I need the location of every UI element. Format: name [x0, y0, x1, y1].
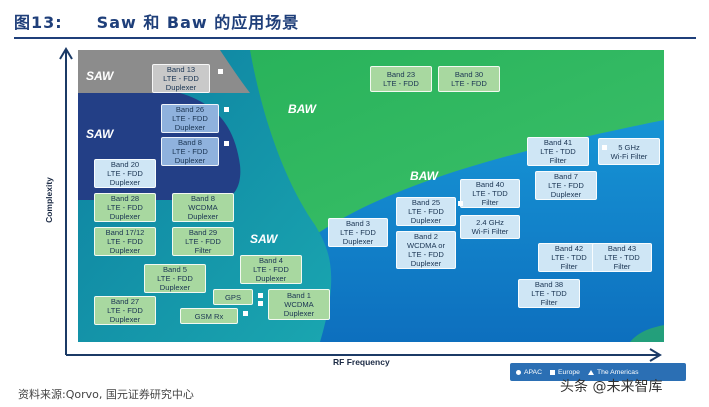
box-band23: Band 23 LTE - FDD	[370, 66, 432, 92]
region-marker	[258, 301, 263, 306]
box-gsm-rx: GSM Rx	[180, 308, 238, 324]
legend-americas-label: The Americas	[596, 368, 639, 376]
box-wifi-24: 2.4 GHz Wi-Fi Filter	[460, 215, 520, 239]
region-marker	[258, 293, 263, 298]
region-marker	[224, 141, 229, 146]
box-band5: Band 5 LTE - FDD Duplexer	[144, 264, 206, 293]
x-axis-label: RF Frequency	[333, 357, 390, 367]
legend-apac-label: APAC	[524, 368, 543, 376]
box-band2: Band 2 WCDMA or LTE - FDD Duplexer	[396, 231, 456, 269]
box-band17-12: Band 17/12 LTE - FDD Duplexer	[94, 227, 156, 256]
box-band26: Band 26 LTE - FDD Duplexer	[161, 104, 219, 133]
box-band43: Band 43 LTE - TDD Filter	[592, 243, 652, 272]
header-rule	[14, 37, 696, 39]
box-band20: Band 20 LTE - FDD Duplexer	[94, 159, 156, 188]
baw-green-region	[210, 50, 664, 245]
figure-title: 图13: Saw 和 Baw 的应用场景	[14, 9, 299, 33]
box-band8-lte: Band 8 LTE - FDD Duplexer	[161, 137, 219, 166]
box-band13: Band 13 LTE - FDD Duplexer	[152, 64, 210, 93]
apac-dot-icon	[516, 369, 521, 375]
box-band27: Band 27 LTE - FDD Duplexer	[94, 296, 156, 325]
watermark: 头条 @未来智库	[560, 379, 663, 395]
source-footnote: 资料来源:Qorvo, 国元证券研究中心	[18, 388, 194, 401]
box-band28: Band 28 LTE - FDD Duplexer	[94, 193, 156, 222]
box-band30: Band 30 LTE - FDD	[438, 66, 500, 92]
zone-label-saw-gray: SAW	[86, 69, 114, 83]
region-marker	[218, 69, 223, 74]
baw-green-corner	[630, 325, 664, 342]
box-band38: Band 38 LTE - TDD Filter	[518, 279, 580, 308]
y-axis-arrow	[59, 47, 73, 60]
europe-square-icon	[550, 369, 556, 375]
box-band42: Band 42 LTE - TDD Filter	[538, 243, 600, 272]
region-marker	[224, 107, 229, 112]
legend-europe: Europe	[550, 369, 580, 376]
box-band29: Band 29 LTE - FDD Filter	[172, 227, 234, 256]
box-band40: Band 40 LTE - TDD Filter	[460, 179, 520, 208]
legend-americas: The Americas	[587, 368, 639, 376]
zone-label-baw-blue: BAW	[410, 169, 438, 183]
box-wifi-5: 5 GHz Wi-Fi Filter	[598, 138, 660, 165]
report-header: 图13: Saw 和 Baw 的应用场景	[0, 0, 709, 40]
zone-label-baw-green: BAW	[288, 102, 316, 116]
region-legend: APAC Europe The Americas	[510, 363, 686, 381]
box-band4: Band 4 LTE - FDD Duplexer	[240, 255, 302, 284]
box-band1: Band 1 WCDMA Duplexer	[268, 289, 330, 320]
box-gps: GPS	[213, 289, 253, 305]
zone-label-saw-navy: SAW	[86, 127, 114, 141]
region-marker	[243, 311, 248, 316]
figure-label: 图13:	[14, 13, 63, 32]
figure-caption: Saw 和 Baw 的应用场景	[96, 13, 300, 32]
legend-europe-label: Europe	[558, 368, 580, 376]
box-band7: Band 7 LTE - FDD Duplexer	[535, 171, 597, 200]
box-band8-wcdma: Band 8 WCDMA Duplexer	[172, 193, 234, 222]
box-band41: Band 41 LTE - TDD Filter	[527, 137, 589, 166]
box-band25: Band 25 LTE - FDD Duplexer	[396, 197, 456, 226]
region-marker	[602, 145, 607, 150]
legend-apac: APAC	[516, 369, 542, 376]
region-marker	[458, 201, 463, 206]
box-band3: Band 3 LTE - FDD Duplexer	[328, 218, 388, 247]
americas-triangle-icon	[587, 369, 594, 375]
diagram-panel: SAW SAW SAW BAW BAW Complexity RF Freque…	[30, 45, 694, 381]
zone-label-saw-teal: SAW	[250, 232, 278, 246]
x-axis-arrow	[649, 348, 662, 362]
y-axis-label: Complexity	[43, 177, 54, 223]
